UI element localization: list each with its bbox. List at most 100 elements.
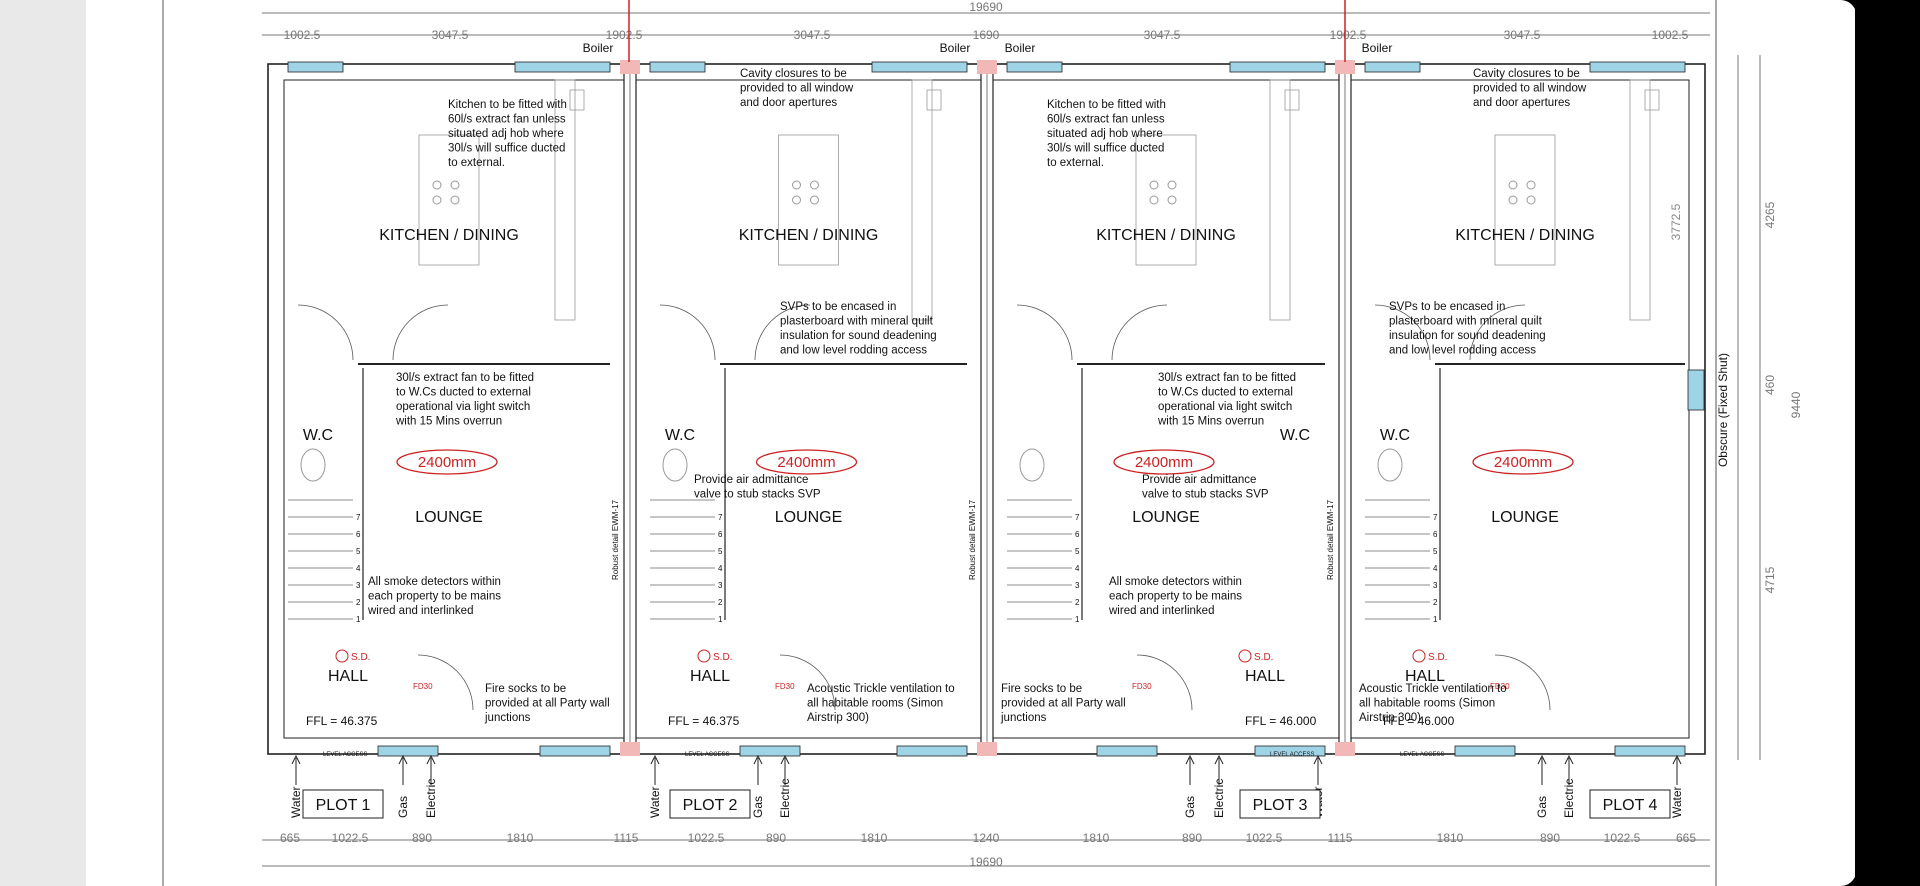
note-cavity-plot4-line: and door apertures — [1473, 97, 1570, 109]
right-dimension-string: 4265 3772.5 460 9440 4715 Obscure (Fixed… — [1669, 55, 1803, 760]
hob-ring — [810, 195, 819, 205]
wc-pan — [1019, 448, 1045, 482]
top-dim-label: 1902.5 — [1330, 28, 1367, 42]
fire-door-label: FD30 — [775, 682, 795, 691]
note-fire-socks-plot1-line: provided at all Party wall — [485, 698, 610, 710]
wc-pan — [300, 448, 326, 482]
top-dim-label: 1690 — [973, 28, 1000, 42]
smoke-detector-icon — [1238, 649, 1252, 663]
service-label-electric: Electric — [778, 779, 792, 818]
room-label-lounge: LOUNGE — [1491, 509, 1559, 526]
bottom-dim-label: 1022.5 — [688, 831, 725, 845]
hob-ring — [450, 180, 460, 190]
hob-ring — [1167, 180, 1177, 190]
window-obscure — [1687, 369, 1705, 411]
note-fire-socks-plot3-line: Fire socks to be — [1001, 683, 1082, 695]
stair-step-number: 4 — [356, 564, 361, 573]
note-trickle-plot4-line: Acoustic Trickle ventilation to — [1359, 683, 1507, 695]
door-swing-front — [1494, 654, 1551, 711]
door-swing-front — [1136, 654, 1193, 711]
note-trickle-plot2-line: all habitable rooms (Simon — [807, 698, 943, 710]
obscure-window-label: Obscure (Fixed Shut) — [1716, 353, 1730, 467]
window-front-2 — [896, 745, 968, 757]
note-wc-fan-plot3-line: with 15 Mins overrun — [1157, 416, 1264, 428]
hob-ring — [1149, 195, 1159, 205]
kitchen-island — [778, 134, 839, 266]
room-label-lounge: LOUNGE — [1132, 509, 1200, 526]
room-label-lounge: LOUNGE — [775, 509, 843, 526]
door-swing-kitchen — [297, 304, 354, 361]
note-cavity-plot2-line: Cavity closures to be — [740, 68, 847, 80]
window-front-2 — [539, 745, 611, 757]
ffl-label: FFL = 46.375 — [306, 714, 378, 728]
fire-door-label: FD30 — [1132, 682, 1152, 691]
hob-ring — [1149, 180, 1159, 190]
smoke-detector-label: S.D. — [351, 652, 370, 663]
stair-step-number: 3 — [1075, 581, 1080, 590]
kitchen-worktop — [1269, 79, 1291, 321]
stair-step-number: 4 — [1075, 564, 1080, 573]
wc-pan — [1377, 448, 1403, 482]
bottom-dim-label: 1022.5 — [1604, 831, 1641, 845]
bottom-dim-label: 1810 — [1083, 831, 1110, 845]
kitchen-island — [1135, 134, 1197, 266]
ceiling-height-oval — [1113, 449, 1215, 475]
note-svp-plot4-line: and low level rodding access — [1389, 345, 1536, 357]
window-front — [1096, 745, 1158, 757]
ffl-label: FFL = 46.000 — [1245, 714, 1317, 728]
window-front-2 — [1254, 745, 1326, 757]
plot-label-box — [669, 789, 751, 819]
note-svp-plot4-line: SVPs to be encased in — [1389, 301, 1505, 313]
ffl-label: FFL = 46.000 — [1383, 714, 1455, 728]
boiler-label: Boiler — [583, 41, 614, 55]
note-cavity-plot4-line: provided to all window — [1473, 83, 1587, 95]
door-swing-lounge — [392, 304, 449, 361]
fire-sock-top — [1335, 60, 1355, 74]
note-smoke-plot1-line: All smoke detectors within — [368, 576, 501, 588]
service-label-gas: Gas — [751, 796, 765, 818]
hob-ring — [792, 195, 801, 205]
stair-step-number: 3 — [1433, 581, 1438, 590]
stair-step-number: 7 — [356, 513, 361, 522]
bottom-dim-label: 890 — [1182, 831, 1202, 845]
smoke-detector-label: S.D. — [1428, 652, 1447, 663]
service-label-gas: Gas — [396, 796, 410, 818]
note-smoke-plot1-line: each property to be mains — [368, 591, 501, 603]
wc-pan — [662, 448, 688, 482]
boiler-label: Boiler — [1005, 41, 1036, 55]
service-label-electric: Electric — [1212, 779, 1226, 818]
note-wc-fan-plot3-line: to W.Cs ducted to external — [1158, 387, 1293, 399]
room-label-hall: HALL — [328, 668, 368, 685]
stair-step-number: 2 — [1433, 598, 1438, 607]
stair-step-number: 6 — [1075, 530, 1080, 539]
kitchen-island — [418, 134, 480, 266]
service-arrow-electric — [1564, 754, 1574, 765]
service-label-electric: Electric — [1562, 779, 1576, 818]
note-aav-plot3-line: valve to stub stacks SVP — [1142, 489, 1269, 501]
service-arrow-gas — [398, 754, 408, 765]
hob-ring — [792, 180, 801, 190]
note-trickle-plot4-line: all habitable rooms (Simon — [1359, 698, 1495, 710]
stair-step-number: 2 — [1075, 598, 1080, 607]
viewer-frame-curve — [1840, 0, 1920, 886]
boiler-unit — [1644, 89, 1660, 111]
note-svp-plot2-line: SVPs to be encased in — [780, 301, 896, 313]
smoke-detector-icon — [1412, 649, 1426, 663]
smoke-detector-label: S.D. — [713, 652, 732, 663]
room-label-wc: W.C — [665, 427, 695, 444]
bottom-dim-label: 890 — [412, 831, 432, 845]
room-label-kitchen: KITCHEN / DINING — [739, 227, 879, 244]
hob-ring — [432, 180, 442, 190]
service-arrow-water — [291, 754, 301, 765]
overall-dimension-top: 19690 — [262, 0, 1710, 14]
door-swing-lounge — [1469, 304, 1526, 361]
note-trickle-plot4: Acoustic Trickle ventilation to all habit… — [1359, 683, 1507, 724]
boiler-label: Boiler — [1362, 41, 1393, 55]
kitchen-worktop — [554, 79, 576, 321]
